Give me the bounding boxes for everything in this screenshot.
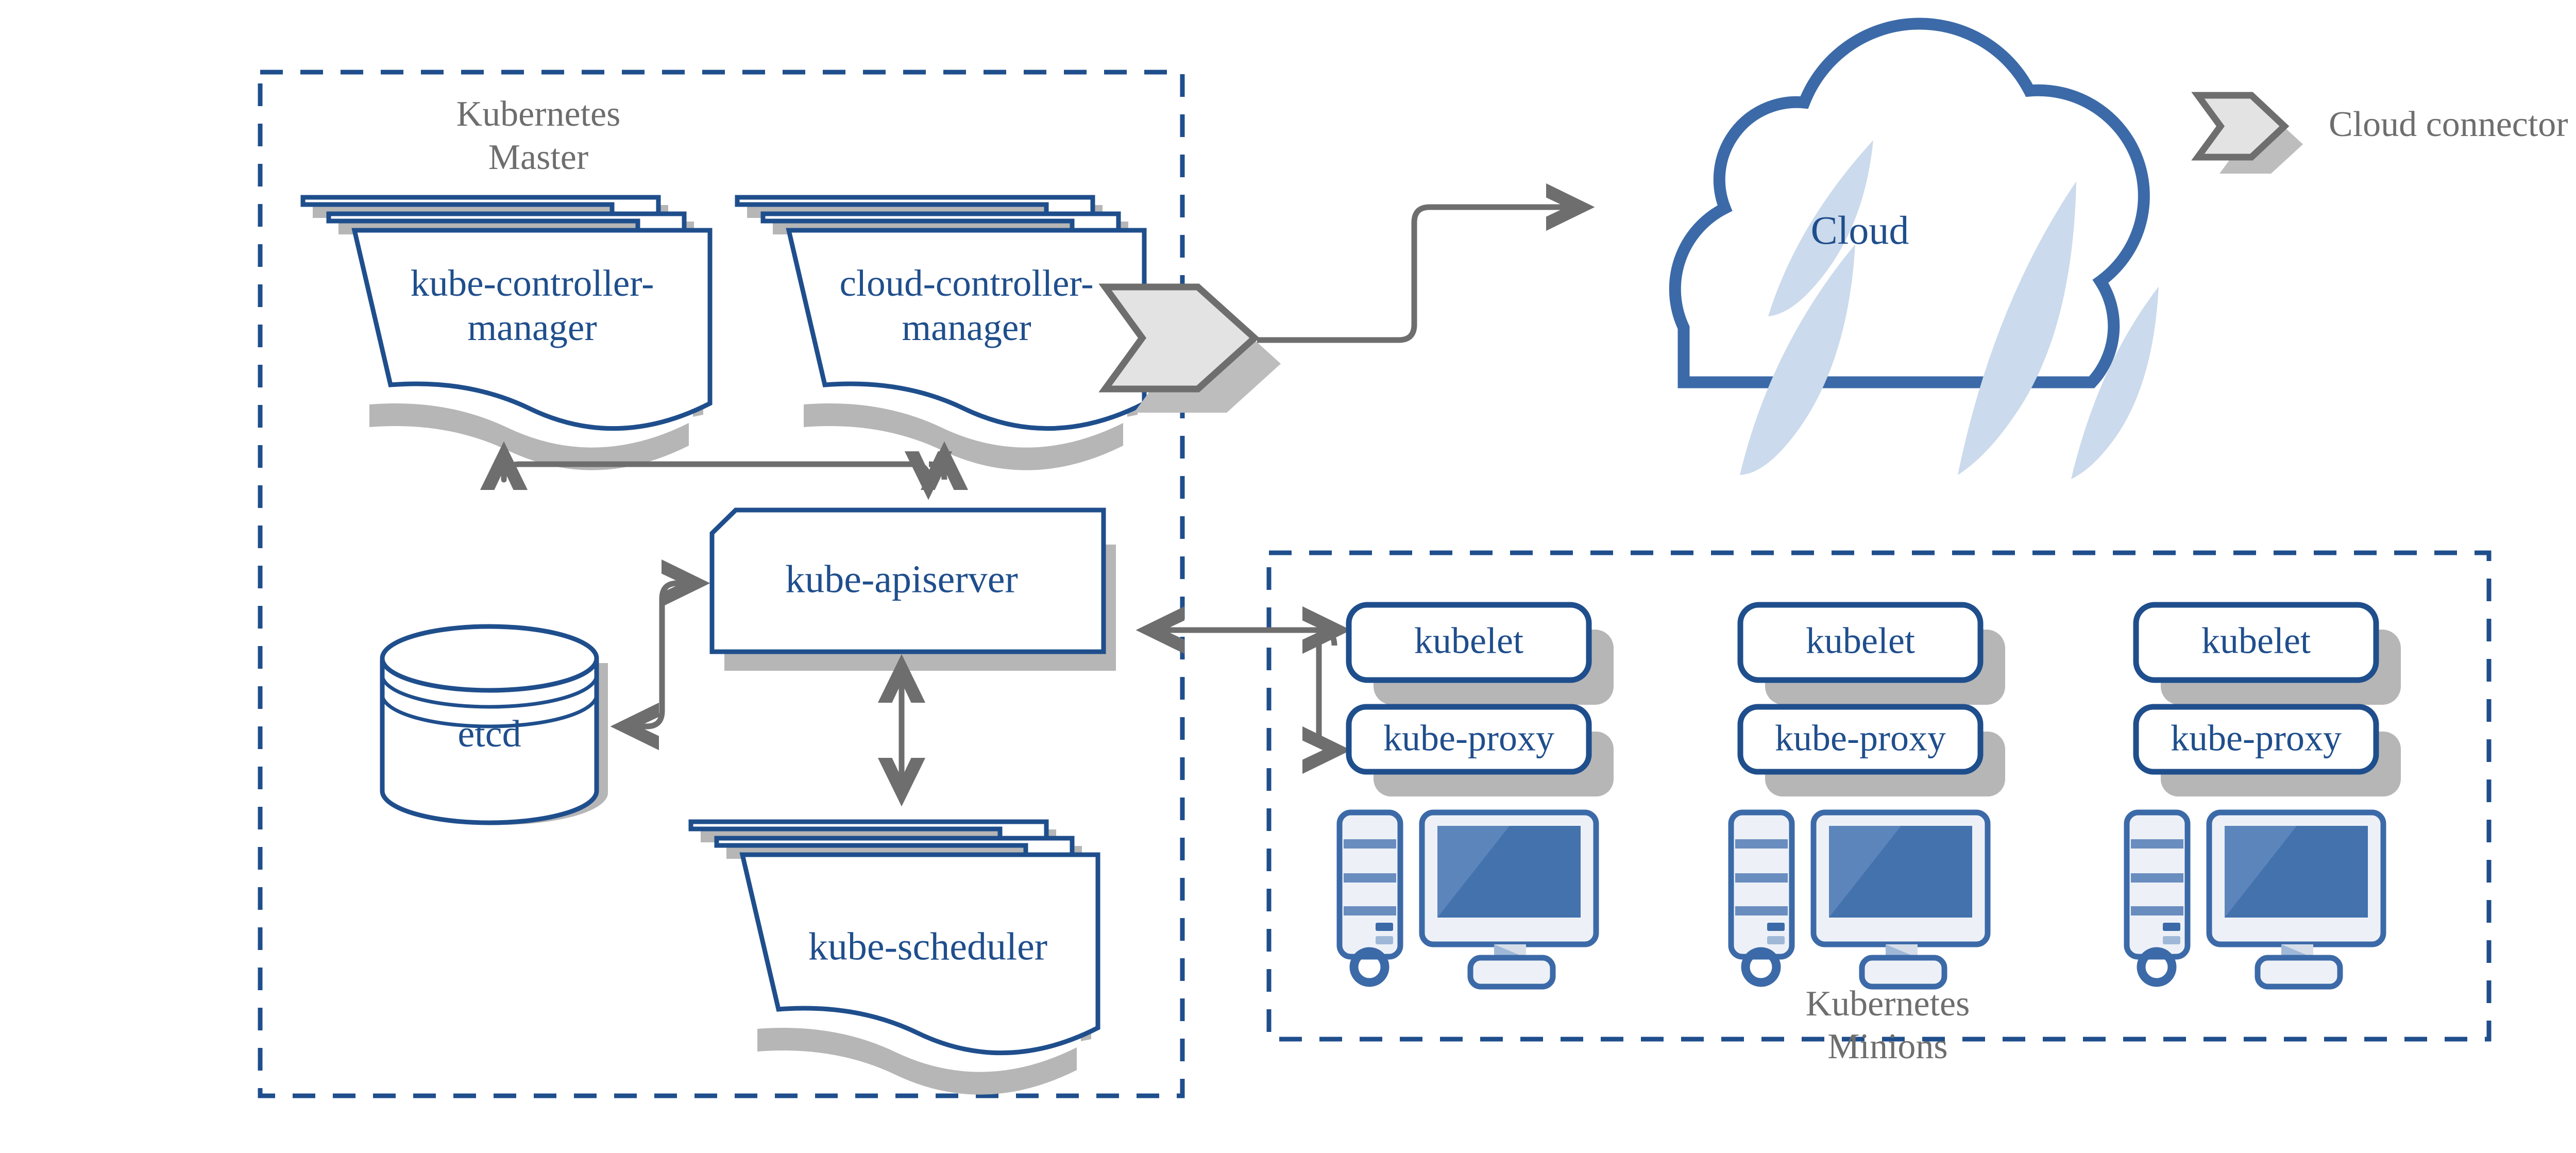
kubelet-label-2: kubelet xyxy=(1806,620,1915,662)
cloud-controller-manager-label-line2: manager xyxy=(902,307,1031,348)
node-etcd[interactable]: etcd xyxy=(380,624,608,825)
kube-proxy-label-1: kube-proxy xyxy=(1383,718,1554,759)
kubelet-box-3[interactable] xyxy=(2133,602,2379,683)
minions-zone-label-line2: Minions xyxy=(1827,1027,1947,1066)
kube-proxy-box-1[interactable] xyxy=(1346,704,1592,775)
computer-icon-2 xyxy=(1728,809,1991,990)
minions-zone-label-line1: Kubernetes xyxy=(1806,984,1970,1024)
node-cloud-controller-manager[interactable]: cloud-controller- manager xyxy=(735,195,1147,470)
node-kube-scheduler[interactable]: kube-scheduler xyxy=(688,819,1100,1095)
minion-node-3: kubelet kube-proxy xyxy=(2124,602,2401,990)
legend-label: Cloud connector xyxy=(2329,105,2568,144)
connector-cloudcm-to-cloud xyxy=(1257,183,1595,343)
computer-icon-1 xyxy=(1336,809,1599,990)
cloud-connector-chevron-icon xyxy=(1098,283,1281,413)
kube-proxy-label-3: kube-proxy xyxy=(2171,718,2342,759)
kube-proxy-box-2[interactable] xyxy=(1737,704,1984,775)
node-cloud[interactable]: Cloud xyxy=(1669,18,2159,479)
zone-kubernetes-master: Kubernetes Master xyxy=(258,70,1185,1098)
kubelet-box-1[interactable] xyxy=(1346,602,1592,683)
cloud-controller-manager-label-line1: cloud-controller- xyxy=(839,262,1093,304)
kubelet-label-3: kubelet xyxy=(2201,620,2311,662)
kube-scheduler-label: kube-scheduler xyxy=(808,925,1047,968)
connector-apiserver-etcd xyxy=(610,559,710,751)
zone-kubernetes-minions xyxy=(1266,550,2492,1042)
kube-controller-manager-label-line2: manager xyxy=(467,307,597,348)
master-zone-label-line1: Kubernetes xyxy=(456,94,621,134)
minions-zone-label: Kubernetes Minions xyxy=(1806,984,1970,1066)
cloud-label: Cloud xyxy=(1811,208,1909,252)
legend-chevron-icon xyxy=(2191,92,2303,174)
master-zone-label-line2: Master xyxy=(488,138,588,177)
computer-icon-3 xyxy=(2124,809,2386,990)
etcd-label: etcd xyxy=(457,713,521,755)
kube-proxy-box-3[interactable] xyxy=(2133,704,2379,775)
node-kube-controller-manager[interactable]: kube-controller- manager xyxy=(300,195,713,470)
legend-cloud-connector: Cloud connector xyxy=(2191,92,2568,174)
kube-controller-manager-label-line1: kube-controller- xyxy=(411,262,654,304)
kubelet-label-1: kubelet xyxy=(1414,620,1523,662)
connector-controllers-to-apiserver xyxy=(480,441,969,500)
node-kube-apiserver[interactable]: kube-apiserver xyxy=(709,507,1116,671)
minion-node-1: kubelet kube-proxy xyxy=(1336,602,1614,990)
kube-apiserver-label: kube-apiserver xyxy=(785,557,1018,601)
connector-apiserver-to-minions xyxy=(1136,606,1351,774)
minion-node-2: kubelet kube-proxy xyxy=(1728,602,2005,990)
kubelet-box-2[interactable] xyxy=(1737,602,1984,683)
kube-proxy-label-2: kube-proxy xyxy=(1775,718,1946,759)
